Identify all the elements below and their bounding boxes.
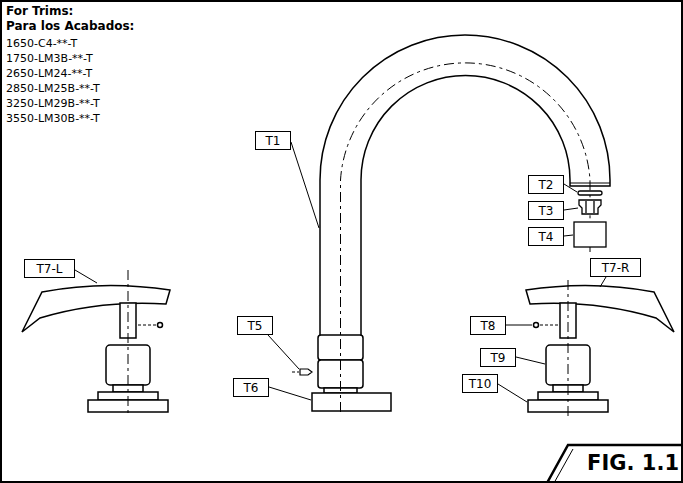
aerator-parts <box>574 191 606 247</box>
handle-right <box>534 323 539 328</box>
handle-left <box>128 270 129 416</box>
handle-right <box>568 280 569 416</box>
trim-heading: For Trims: <box>6 4 73 19</box>
handle-right <box>526 285 674 332</box>
set-screw <box>292 369 312 375</box>
callout-number: T3 <box>539 204 554 218</box>
handle-left <box>138 325 156 326</box>
handle-right <box>540 325 558 326</box>
leader-line <box>564 184 577 192</box>
handle-left <box>22 285 170 332</box>
leader-line <box>291 142 319 228</box>
model-number: 3550-LM30B-**-T <box>6 111 100 126</box>
callout-box: T2 <box>528 175 564 194</box>
callout-number: T5 <box>248 319 263 333</box>
aerator-parts <box>574 222 606 247</box>
aerator-parts <box>593 201 594 213</box>
model-number: 2850-LM25B-**-T <box>6 81 100 96</box>
leader-line <box>498 384 527 402</box>
figure-tab-outline <box>547 445 683 483</box>
callout-number: T8 <box>481 319 496 333</box>
callout-box: T6 <box>233 378 269 397</box>
set-screw <box>292 371 299 372</box>
model-number: 3250-LM29B-**-T <box>6 96 100 111</box>
leader-line <box>75 270 97 283</box>
model-number: 1650-C4-**-T <box>6 36 77 51</box>
handle-left <box>22 270 170 416</box>
callout-number: T6 <box>244 381 259 395</box>
callout-box: T4 <box>528 227 564 246</box>
spout-centerline <box>341 63 591 412</box>
leader-line <box>506 325 532 326</box>
callout-box: T1 <box>255 131 291 150</box>
callout-number: T1 <box>266 134 281 148</box>
callout-number: T10 <box>469 377 492 391</box>
callout-box: T7-R <box>590 258 641 277</box>
callout-box: T8 <box>470 316 506 335</box>
leader-line <box>516 357 545 364</box>
leader-line <box>564 208 578 210</box>
callout-number: T9 <box>491 351 506 365</box>
leader-line <box>564 235 573 236</box>
leader-line <box>600 277 606 287</box>
callout-number: T7-R <box>602 261 630 275</box>
figure-number: FIG. 1.1 <box>587 450 679 476</box>
callout-box: T7-L <box>24 259 75 278</box>
aerator-parts <box>585 201 586 213</box>
callout-box: T9 <box>480 348 516 367</box>
model-number: 1750-LM3B-**-T <box>6 51 93 66</box>
leader-line <box>268 335 299 369</box>
trim-heading: Para los Acabados: <box>6 19 134 34</box>
callout-box: T10 <box>462 374 498 393</box>
model-number: 2650-LM24-**-T <box>6 66 92 81</box>
callout-number: T4 <box>539 230 554 244</box>
callout-number: T2 <box>539 178 554 192</box>
spout-assembly <box>312 35 610 411</box>
callout-number: T7-L <box>37 262 63 276</box>
handle-right <box>526 280 674 416</box>
set-screw <box>300 369 312 375</box>
aerator-parts <box>578 191 602 195</box>
callout-box: T5 <box>237 316 273 335</box>
leader-line <box>269 387 311 400</box>
leader-line <box>75 142 606 402</box>
spout-centerline <box>341 63 591 412</box>
spout-assembly <box>312 393 391 411</box>
figure-tab-outline <box>554 449 573 483</box>
figure-tab: FIG. 1.1 <box>546 443 683 483</box>
callout-box: T3 <box>528 201 564 220</box>
aerator-parts <box>579 200 601 214</box>
handle-left <box>158 323 163 328</box>
